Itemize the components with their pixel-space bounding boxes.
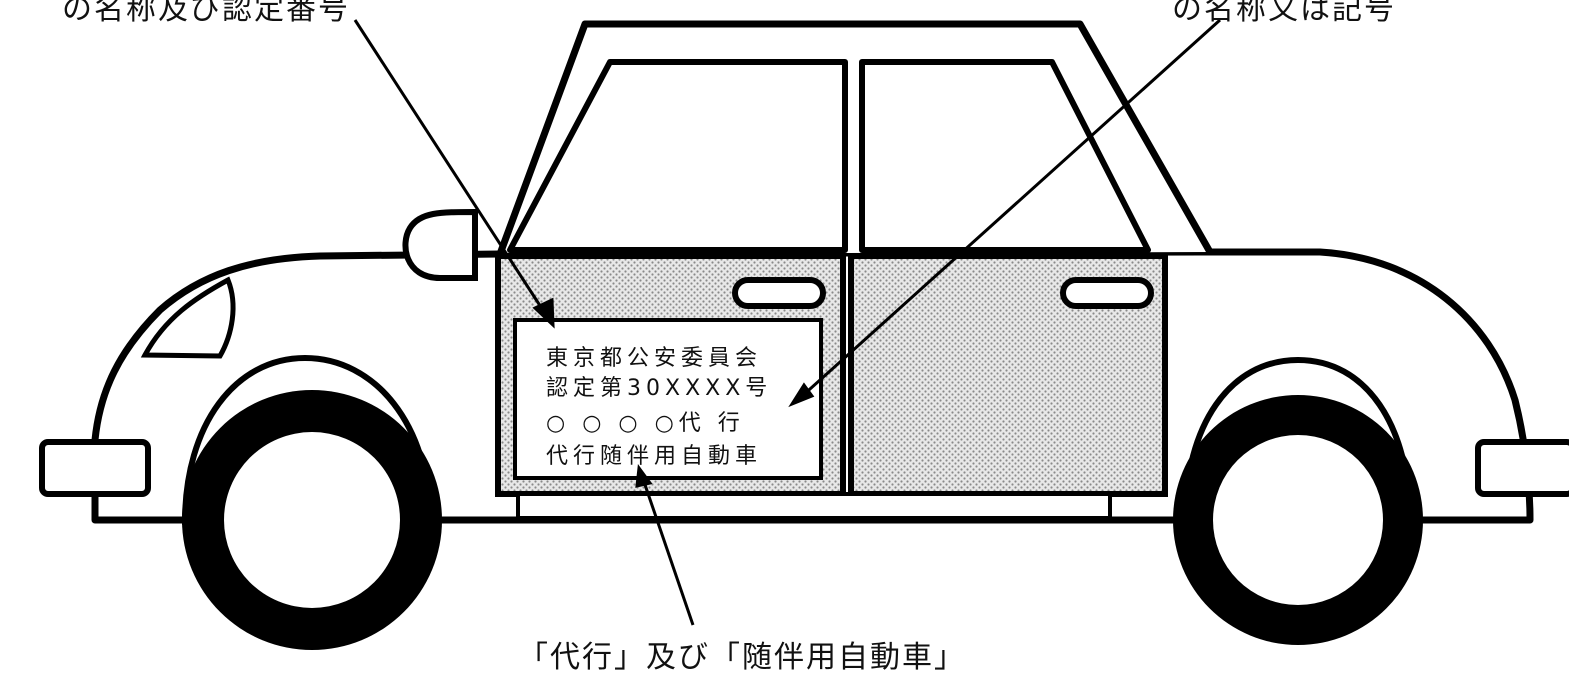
caption-daikou-zuihan: 「代行」及び「随伴用自動車」: [518, 640, 966, 675]
caption-name-and-number: の名称及び認定番号: [62, 0, 350, 27]
front-rim: [224, 432, 400, 608]
sign-line-certification: 認定第30XXXX号: [546, 376, 773, 401]
side-mirror: [402, 208, 478, 281]
headlight: [140, 276, 236, 359]
front-bumper: [39, 439, 151, 497]
rear-rim: [1213, 435, 1383, 605]
sign-line-company: ○ ○ ○ ○代 行: [546, 411, 745, 436]
caption-name-or-symbol: の名称又は記号: [1172, 0, 1396, 27]
rear-door-handle: [1060, 277, 1154, 309]
leader-lines: [353, 18, 1222, 626]
rear-bumper: [1475, 439, 1569, 497]
door-sill: [516, 492, 1112, 520]
sign-line-committee: 東京都公安委員会: [546, 346, 763, 371]
door-sign: [513, 318, 823, 480]
front-window: [507, 59, 848, 253]
front-door-handle: [732, 277, 826, 309]
rear-window: [859, 59, 1151, 253]
sign-line-vehicle-type: 代行随伴用自動車: [546, 444, 763, 469]
